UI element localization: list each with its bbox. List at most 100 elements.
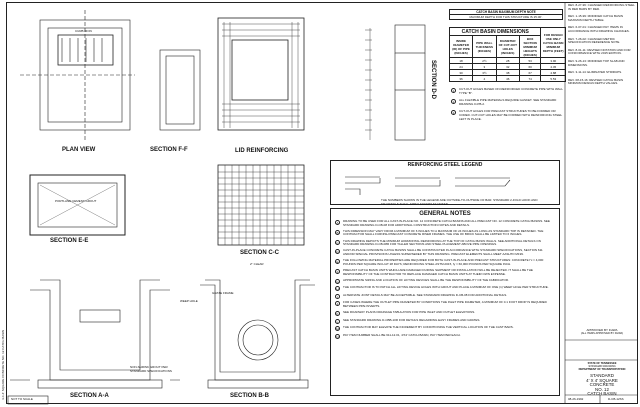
table-note: CUT-OUT HOLES BASED ON REINFORCED CONCRE… bbox=[459, 87, 563, 95]
depth-note-text: MAXIMUM DEPTH FOR THIS STRUCTURE IS 25.0… bbox=[469, 15, 543, 19]
approved-text: APPROVED BY FHWA bbox=[586, 328, 618, 332]
revision-entry: REV. 8-27-96: CHANGED REINFORCING STEEL … bbox=[568, 3, 635, 11]
note-number-icon: C bbox=[335, 239, 340, 245]
table-cell: 46 bbox=[495, 75, 520, 82]
legend-bars bbox=[345, 176, 511, 195]
revision-entry: REV. 9-26-13: MODIFIED TOP SLAB AND DIME… bbox=[568, 58, 625, 67]
section-ee-title: SECTION E-E bbox=[50, 238, 89, 244]
section-cc-title: SECTION C-C bbox=[240, 250, 279, 256]
lid-reinforcing-drawing bbox=[217, 17, 305, 131]
weep-label: WEEP HOLE bbox=[180, 299, 198, 303]
table-header: INSIDE DIAMETER (ID) OF PIPE (INCHES) bbox=[448, 35, 474, 58]
note-number-icon: I bbox=[335, 293, 340, 299]
table-cell: 5.53 bbox=[540, 75, 566, 82]
clear-label: 2" CLEAR bbox=[250, 262, 264, 266]
section-bb-title: SECTION B-B bbox=[230, 393, 269, 399]
title-line: STANDARD bbox=[590, 373, 614, 378]
section-dd-title: SECTION D-D bbox=[430, 60, 436, 99]
table-header: FOR DESIGN USE ONLY CATCH BASIN MINIMUM … bbox=[540, 27, 566, 58]
depth-note-title: CATCH BASIN MAXIMUM DEPTH NOTE bbox=[450, 10, 562, 15]
table-cell: 36 bbox=[448, 75, 474, 82]
revision-entry: REV. 8-01-11: REVISED NOTATION AND FOR C… bbox=[568, 47, 631, 56]
section-bb-drawing bbox=[200, 279, 315, 389]
drawing-number: D-CB-12SS bbox=[608, 397, 624, 401]
note-number-icon: N bbox=[335, 334, 340, 340]
curb-iron-label: CURB IRON bbox=[75, 29, 92, 33]
title-line: CATCH BASIN bbox=[587, 391, 617, 397]
title-line: 4' X 4' SQUARE bbox=[586, 377, 618, 383]
general-note-text: THE CONTRACTOR IS TO PATCH ALL LIFTING D… bbox=[343, 285, 549, 290]
note-number-icon: A bbox=[335, 220, 340, 225]
drawing-title: STANDARD 4' X 4' SQUARE CONCRETE NO. 12 … bbox=[567, 373, 637, 397]
note-number-icon: K bbox=[335, 311, 340, 317]
drawing-frame bbox=[6, 2, 638, 404]
table-title: CATCH BASIN DIMENSIONS bbox=[448, 27, 542, 36]
plan-view-drawing bbox=[20, 10, 135, 140]
lid-title: LID REINFORCING bbox=[235, 148, 289, 154]
note-number-icon: M bbox=[335, 326, 340, 332]
grate-label: GRATE FRAME bbox=[212, 291, 234, 295]
revision-entry: REV. 7-26-02: CHANGED METRIC SPECIFICATI… bbox=[568, 36, 621, 45]
section-cc-drawing bbox=[217, 164, 305, 246]
section-f-drawing bbox=[159, 49, 201, 131]
general-note-text: SEE ROADWAY PLANS DRAINAGE TABULATION FO… bbox=[343, 310, 476, 315]
legend-title: REINFORCING STEEL LEGEND bbox=[407, 162, 483, 168]
general-note-text: SEE STANDARD DRAWING D-CBB-10R FOR DETAI… bbox=[343, 317, 481, 322]
table-note: CUT-OUT HOLES FOR PRECAST STRUCTURES TO … bbox=[459, 109, 563, 121]
note-number-icon: H bbox=[335, 286, 340, 292]
general-notes-title: GENERAL NOTES bbox=[419, 211, 471, 217]
table-note: ALL FLEXIBLE PIPE MATERIALS REQUIRE GASK… bbox=[459, 98, 557, 106]
approval: APPROVED BY FHWA (ALL ITEMS APPROVED BY … bbox=[567, 328, 637, 335]
general-note-text: ALTERNATE JOINT DETAILS MAY BE ACCEPTABL… bbox=[343, 292, 508, 297]
general-note-text: CAST-IN-PLACE CONCRETE CATCH BASINS SHAL… bbox=[343, 248, 543, 256]
section-aa-drawing bbox=[10, 279, 180, 389]
table-header: BOX SECTION MINIMUM HEIGHTS (INCHES) bbox=[518, 35, 542, 58]
note-number-icon: J bbox=[335, 301, 340, 307]
general-note-text: THIS DRAWING DEPICTS THE MINIMUM HORIZON… bbox=[343, 238, 541, 247]
note-number-icon: F bbox=[335, 268, 340, 274]
legend-note: THE NUMBERS SHOWN IN THE LEGEND ARE OUTS… bbox=[381, 198, 538, 206]
state-label: STATE OF TENNESSEE bbox=[587, 362, 617, 365]
revision-entry: REV. 3-11-14: ELIMINATED STIRRUPS. bbox=[568, 70, 622, 75]
note-number-icon: D bbox=[335, 249, 340, 255]
general-note-text: DRAWING TO BE USED FOR ALL CAST-IN-PLACE… bbox=[343, 219, 550, 227]
general-note-text: FOR CASES WHERE THE OUTLET PIPE DIAMETER… bbox=[343, 300, 547, 309]
section-dd-drawing bbox=[365, 24, 426, 141]
steel-legend: REINFORCING STEEL LEGEND THE NUMBERS SHO… bbox=[330, 160, 560, 205]
general-note-text: PRECAST CATCH BASIN UNITS WHICH ARE DAMA… bbox=[343, 267, 533, 276]
section-ee-drawing bbox=[29, 174, 126, 236]
revision-entry: REV. 6-07-01: CHANGED PAY ITEMS IN ACCOR… bbox=[568, 25, 630, 33]
note-number-icon: L bbox=[335, 318, 340, 324]
general-note-text: THE CONTRACTOR MAY ELEVATE THE INCREMENT… bbox=[343, 325, 514, 330]
not-to-scale: NOT TO SCALE bbox=[11, 397, 33, 401]
approved-note: (ALL ITEMS APPROVED BY FHWA) bbox=[580, 332, 624, 335]
revision-list: REV. 8-27-96: CHANGED REINFORCING STEEL … bbox=[568, 3, 636, 90]
grout-label: PORTLAND CEMENT GROUT bbox=[55, 199, 97, 203]
table-header: DIAMETER OF CUT-OUT HOLES (INCHES) bbox=[495, 35, 520, 58]
title-block: STATE OF TENNESSEE STANDARD DRAWING DEPA… bbox=[567, 362, 637, 371]
general-note-text: PAY ITEM NUMBER SHALL BE 611-12.01, 4'X4… bbox=[343, 333, 461, 338]
drawing-date: 08-26-1992 bbox=[568, 397, 584, 401]
general-note-text: APPROPRIATE SIZING AND LOCATION OF LIFTI… bbox=[343, 277, 509, 282]
plan-view-title: PLAN VIEW bbox=[62, 147, 96, 153]
table-cell: 74 bbox=[518, 75, 542, 82]
section-aa-title: SECTION A-A bbox=[70, 393, 109, 399]
general-note-text: THIS DIMENSION MAY VARY FROM A MINIMUM O… bbox=[343, 228, 544, 237]
